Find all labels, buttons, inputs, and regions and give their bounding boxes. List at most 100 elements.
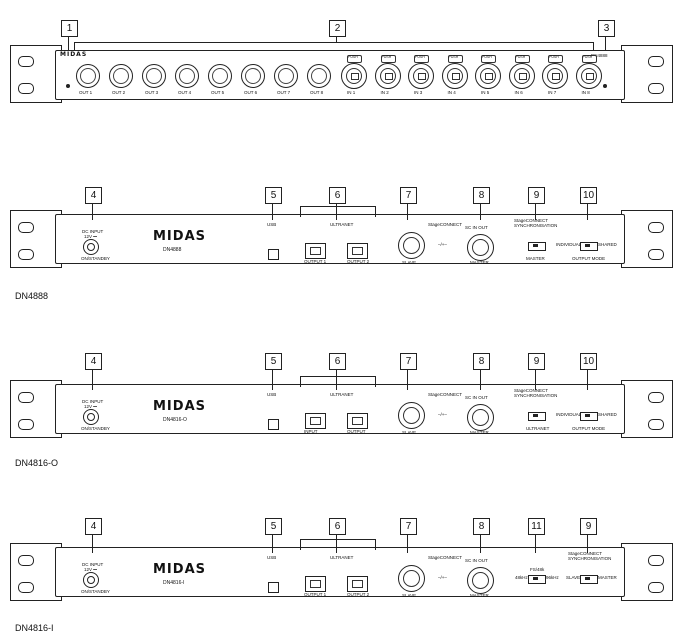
stageconnect-master-port[interactable]	[467, 404, 494, 431]
push-latch[interactable]	[481, 55, 496, 63]
ultranet-port-1-label: OUTPUT 1	[304, 592, 327, 597]
input-combo-connector[interactable]	[475, 63, 501, 89]
push-label: PUSH	[381, 55, 392, 59]
callout-9: 9	[580, 518, 597, 535]
ultranet-port-2[interactable]	[347, 243, 368, 259]
output-xlr-connector[interactable]	[175, 64, 199, 88]
push-latch[interactable]	[581, 55, 597, 63]
callout-8: 8	[473, 187, 490, 204]
sync-slave-label: SLAVE	[566, 575, 581, 580]
leader-line	[535, 369, 536, 390]
input-label: IN 3	[414, 90, 423, 95]
ultranet-port-2[interactable]	[347, 413, 368, 429]
rack-slot	[18, 555, 34, 566]
usb-port[interactable]	[268, 582, 279, 593]
leader-line	[92, 369, 93, 390]
ultranet-port-2[interactable]	[347, 576, 368, 592]
power-switch-label: ON/STANDBY	[81, 256, 110, 261]
input-combo-connector[interactable]	[575, 63, 602, 89]
input-combo-connector[interactable]	[408, 63, 434, 89]
ultranet-port-1[interactable]	[305, 576, 326, 592]
ultranet-bracket	[300, 539, 376, 550]
push-latch[interactable]	[447, 55, 463, 63]
rack-slot	[648, 83, 664, 94]
front-screw-right	[603, 84, 607, 88]
push-label: PUSH	[448, 55, 459, 59]
fs-label: FS/48k	[530, 567, 545, 572]
dc-input-jack[interactable]	[83, 409, 99, 425]
callout-4: 4	[85, 353, 102, 370]
slave-label: SLAVE	[402, 260, 417, 265]
rear-panel	[55, 214, 625, 264]
usb-port[interactable]	[268, 249, 279, 260]
rear-panel	[55, 547, 625, 597]
input-combo-connector[interactable]	[441, 63, 468, 89]
sync-switch[interactable]	[580, 575, 598, 584]
input-label: IN 1	[347, 90, 356, 95]
output-xlr-connector[interactable]	[142, 64, 166, 88]
push-latch[interactable]	[380, 55, 396, 63]
callout-4: 4	[85, 187, 102, 204]
rack-slot	[18, 83, 34, 94]
input-combo-connector[interactable]	[341, 63, 367, 89]
callout-4: 4	[85, 518, 102, 535]
slave-label: SLAVE	[402, 430, 417, 435]
usb-port[interactable]	[268, 419, 279, 430]
leader-line	[272, 203, 273, 220]
leader-line	[480, 203, 481, 220]
output-label: OUT 7	[277, 90, 291, 95]
callout-7: 7	[400, 353, 417, 370]
input-combo-connector[interactable]	[374, 63, 401, 89]
ultranet-port-1[interactable]	[305, 243, 326, 259]
push-latch[interactable]	[548, 55, 563, 63]
output-xlr-connector[interactable]	[307, 64, 331, 88]
dc-input-jack[interactable]	[83, 572, 99, 588]
input-combo-connector[interactable]	[542, 63, 568, 89]
output-mode-switch[interactable]	[580, 242, 598, 251]
sync-switch[interactable]	[528, 412, 546, 421]
stageconnect-label: StageCONNECT	[428, 222, 463, 227]
sync-label: StageCONNECT SYNCHRONISATION	[568, 551, 612, 561]
rear-logo: MIDAS	[153, 562, 206, 577]
panel-caption: DN4816-O	[15, 458, 59, 468]
stageconnect-master-port[interactable]	[467, 567, 494, 594]
front-logo: MIDAS	[60, 51, 88, 58]
usb-label: USB	[267, 555, 277, 560]
front-model-label: DN4888	[591, 53, 608, 58]
leader-line	[407, 369, 408, 390]
leader-line	[272, 369, 273, 390]
dc-voltage-label: 12V ⎓	[84, 404, 97, 409]
output-xlr-connector[interactable]	[208, 64, 232, 88]
leader-line	[587, 369, 588, 390]
output-mode-switch[interactable]	[580, 412, 598, 421]
ultranet-port-1-label: INPUT	[304, 429, 318, 434]
output-xlr-connector[interactable]	[274, 64, 298, 88]
rack-slot	[18, 249, 34, 260]
rack-slot	[648, 555, 664, 566]
sample-rate-switch[interactable]	[528, 575, 546, 584]
output-xlr-connector[interactable]	[241, 64, 265, 88]
leader-line	[272, 534, 273, 553]
push-latch[interactable]	[347, 55, 362, 63]
stageconnect-master-port[interactable]	[467, 234, 494, 261]
leader-line	[587, 534, 588, 553]
output-xlr-connector[interactable]	[109, 64, 133, 88]
rear-logo: MIDAS	[153, 229, 206, 244]
push-latch[interactable]	[414, 55, 429, 63]
input-combo-connector[interactable]	[508, 63, 535, 89]
stageconnect-slave-port[interactable]	[398, 232, 425, 259]
push-latch[interactable]	[514, 55, 530, 63]
sync-bottom-label: ULTRANET	[526, 426, 550, 431]
sync-switch[interactable]	[528, 242, 546, 251]
stageconnect-slave-port[interactable]	[398, 402, 425, 429]
leader-line	[535, 534, 536, 553]
ultranet-port-1[interactable]	[305, 413, 326, 429]
push-label: PUSH	[348, 55, 358, 59]
or-sign: –/+–	[438, 412, 447, 417]
stageconnect-slave-port[interactable]	[398, 565, 425, 592]
output-xlr-connector[interactable]	[76, 64, 100, 88]
input-label: IN 8	[581, 90, 590, 95]
ultranet-bracket	[300, 206, 376, 217]
rack-slot	[18, 419, 34, 430]
dc-input-jack[interactable]	[83, 239, 99, 255]
